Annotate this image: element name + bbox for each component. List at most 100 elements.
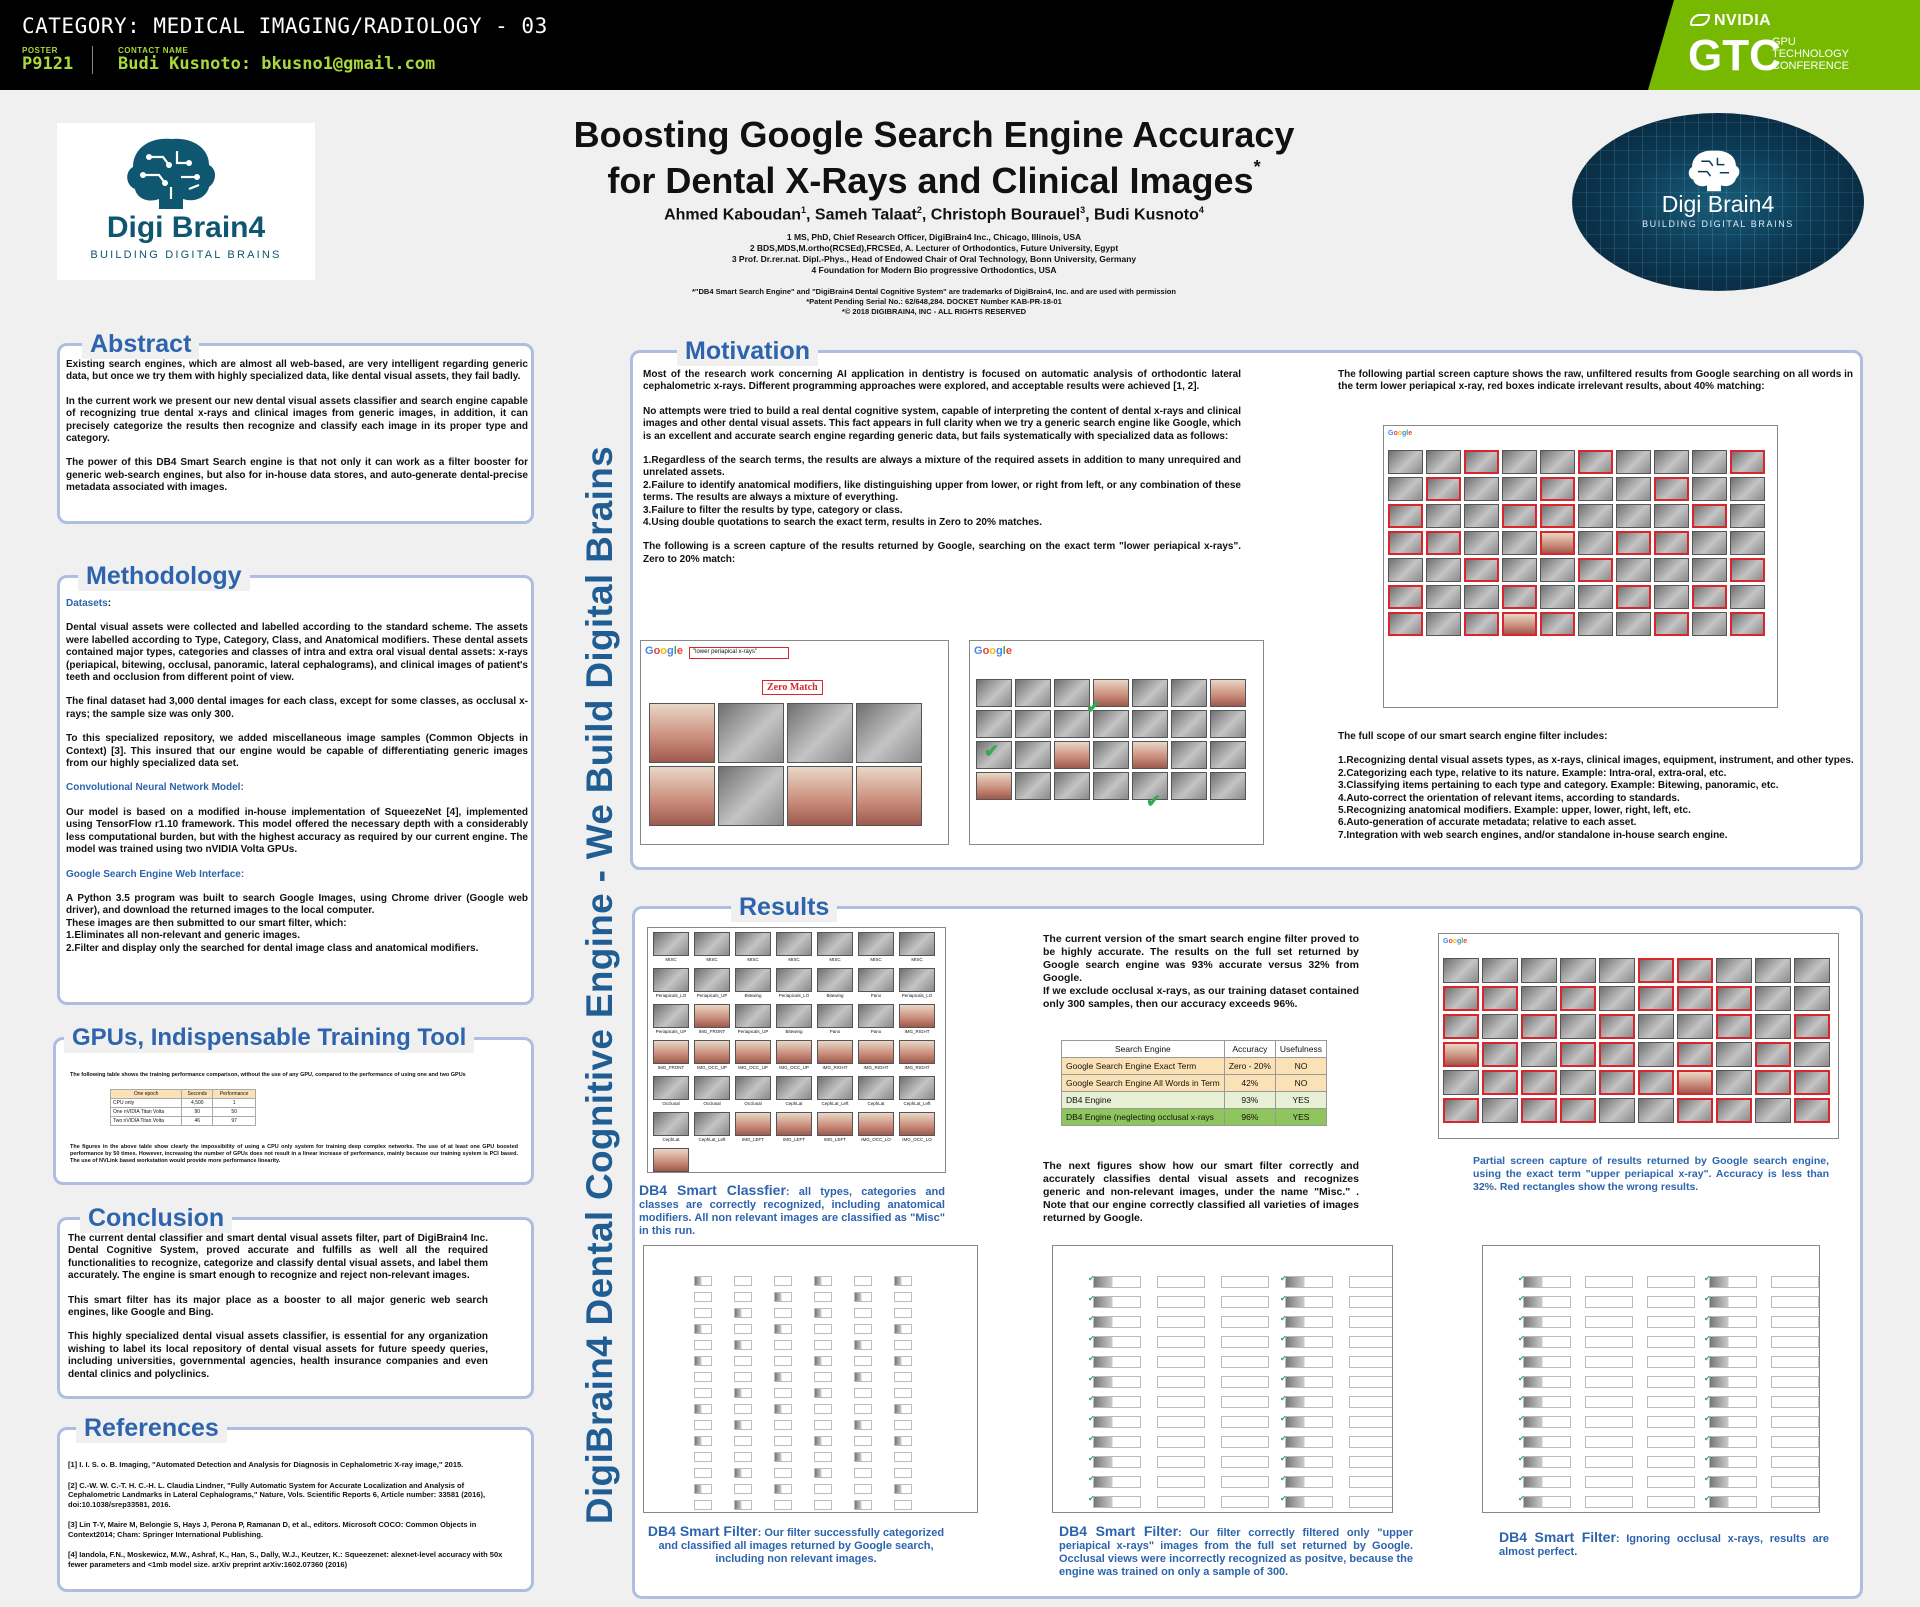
- classified-thumbnail: IMG_RIGHT: [898, 1004, 936, 1038]
- classified-thumbnail: Periapicals_UP: [652, 1004, 690, 1038]
- class-label: IMG_RIGHT: [863, 1065, 889, 1070]
- result-row: ✔: [1088, 1374, 1141, 1388]
- result-row: [734, 1468, 752, 1478]
- class-label: IMG_OCC_UP: [779, 1065, 809, 1070]
- checkmark-icon: ✔: [1518, 1454, 1525, 1463]
- classified-thumbnail: Periapicals_UP: [734, 1004, 772, 1038]
- thumbnail: [735, 1076, 771, 1100]
- result-row: [1647, 1356, 1695, 1368]
- class-label: IMG_RIGHT: [904, 1065, 930, 1070]
- result-row: ✔: [1088, 1474, 1141, 1488]
- checkmark-icon: ✔: [1518, 1474, 1525, 1483]
- affiliations: 1 MS, PhD, Chief Research Officer, DigiB…: [731, 232, 1137, 275]
- result-row: [734, 1388, 752, 1398]
- grid-background: [1572, 113, 1864, 291]
- thumbnail: [856, 703, 922, 763]
- references-list: [1] I. I. S. o. B. Imaging, "Automated D…: [68, 1460, 503, 1569]
- filter-caption-1: DB4 Smart Filter: Our filter successfull…: [647, 1523, 945, 1565]
- result-row: [1221, 1396, 1269, 1408]
- google-logo: Google: [645, 645, 683, 657]
- checkmark-icon: ✔: [1280, 1414, 1287, 1423]
- filtered-thumbnails: [694, 1276, 912, 1512]
- class-label: Pano: [870, 993, 882, 998]
- results-text-2: The next figures show how our smart filt…: [1043, 1160, 1359, 1224]
- thumbnail: [817, 1004, 853, 1028]
- checkmark-icon: ✔: [1280, 1474, 1287, 1483]
- result-row: [1647, 1396, 1695, 1408]
- checkmark-icon: ✔: [1146, 791, 1162, 811]
- result-row: [1221, 1436, 1269, 1448]
- checkmark-icon: ✔: [1518, 1394, 1525, 1403]
- result-row: [814, 1388, 832, 1398]
- result-row: [1585, 1476, 1633, 1488]
- checkmark-icon: ✔: [1088, 1494, 1095, 1503]
- class-label: CephLat_Left: [903, 1101, 931, 1106]
- result-row: [854, 1420, 872, 1430]
- classified-thumbnail: IMG_RIGHT: [816, 1040, 854, 1074]
- result-row: [1647, 1316, 1695, 1328]
- result-row: [694, 1436, 712, 1446]
- thumbnail: [735, 1004, 771, 1028]
- result-row: [734, 1484, 752, 1494]
- checkmark-icon: ✔: [1704, 1434, 1711, 1443]
- result-thumbnails: [1443, 958, 1830, 1123]
- checkmark-icon: ✔: [1704, 1334, 1711, 1343]
- class-label: IMG_FRONT: [698, 1029, 726, 1034]
- result-row: ✔: [1704, 1454, 1757, 1468]
- google-all-words-screenshot: Google: [1383, 425, 1778, 708]
- thumbnail: [653, 1040, 689, 1064]
- filter-caption-2: DB4 Smart Filter: Our filter correctly f…: [1059, 1523, 1413, 1578]
- result-row: [774, 1356, 792, 1366]
- result-thumbnails: [1388, 450, 1765, 636]
- checkmark-icon: ✔: [1518, 1414, 1525, 1423]
- class-label: Occlusal: [662, 1101, 680, 1106]
- result-row: [1585, 1436, 1633, 1448]
- result-row: [694, 1404, 712, 1414]
- google-logo: Google: [974, 645, 1012, 657]
- result-row: [1585, 1336, 1633, 1348]
- result-row: [1157, 1496, 1205, 1508]
- result-row: [1585, 1316, 1633, 1328]
- result-row: [854, 1324, 872, 1334]
- classified-thumbnail: Pano: [816, 1004, 854, 1038]
- result-row: ✔: [1704, 1414, 1757, 1428]
- result-row: [814, 1436, 832, 1446]
- result-row: [1221, 1316, 1269, 1328]
- logo-name: Digi Brain4: [1661, 191, 1775, 217]
- result-row: [1771, 1296, 1819, 1308]
- result-row: [814, 1340, 832, 1350]
- class-label: IMG_OCC_LO: [656, 1172, 686, 1173]
- result-row: [774, 1292, 792, 1302]
- result-row: [694, 1452, 712, 1462]
- checkmark-icon: ✔: [1280, 1394, 1287, 1403]
- checkmark-icon: ✔: [1518, 1274, 1525, 1283]
- checkmark-icon: ✔: [1280, 1434, 1287, 1443]
- class-label: Periapicals_LO: [655, 993, 687, 998]
- result-row: [1349, 1456, 1392, 1468]
- result-row: [694, 1340, 712, 1350]
- result-row: [694, 1308, 712, 1318]
- result-row: [1771, 1376, 1819, 1388]
- result-row: ✔: [1280, 1274, 1333, 1288]
- result-row: [1349, 1376, 1392, 1388]
- classified-thumbnail: MISC: [734, 932, 772, 966]
- classified-thumbnail: Periapicals_UP: [693, 968, 731, 1002]
- result-row: [894, 1276, 912, 1286]
- result-row: [1349, 1476, 1392, 1488]
- checkmark-icon: ✔: [1280, 1274, 1287, 1283]
- methodology-title: Methodology: [78, 561, 250, 591]
- result-row: ✔: [1704, 1494, 1757, 1508]
- result-row: [894, 1372, 912, 1382]
- result-row: ✔: [1518, 1354, 1571, 1368]
- result-row: [1157, 1396, 1205, 1408]
- thumbnail: [653, 932, 689, 956]
- classified-thumbnail: IMG_OCC_LO: [652, 1148, 690, 1173]
- result-row: [694, 1420, 712, 1430]
- thumbnail: [817, 968, 853, 992]
- result-row: [1771, 1276, 1819, 1288]
- class-label: Bitewing: [744, 993, 762, 998]
- conclusion-text: The current dental classifier and smart …: [68, 1233, 488, 1380]
- class-label: IMG_OCC_UP: [697, 1065, 727, 1070]
